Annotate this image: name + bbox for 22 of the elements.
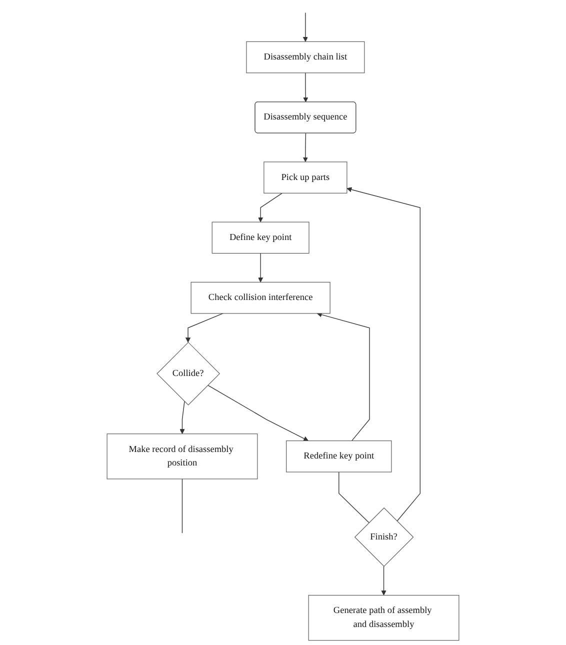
arrow xyxy=(258,192,282,222)
node-box: Pick up parts xyxy=(264,162,348,194)
arrow xyxy=(180,401,185,434)
connector xyxy=(338,472,370,524)
node-box: Redefine key point xyxy=(286,440,392,472)
node-diamond: Collide? xyxy=(156,342,220,406)
arrow xyxy=(381,566,386,596)
arrow xyxy=(303,72,308,102)
arrow xyxy=(258,252,264,282)
node-box: Define key point xyxy=(212,222,310,254)
node-box: Generate path of assembly and disassembly xyxy=(308,594,460,641)
connector xyxy=(182,478,183,534)
arrow xyxy=(316,312,370,442)
node-box: Check collision interference xyxy=(190,282,330,314)
node-box: Make record of disassembly position xyxy=(106,434,258,480)
node-box: Disassembly chain list xyxy=(246,41,365,74)
arrow xyxy=(302,132,308,162)
arrow xyxy=(302,12,308,42)
arrow xyxy=(207,384,309,442)
arrow xyxy=(185,313,224,343)
arrow xyxy=(346,187,420,522)
node-diamond: Finish? xyxy=(354,507,414,567)
